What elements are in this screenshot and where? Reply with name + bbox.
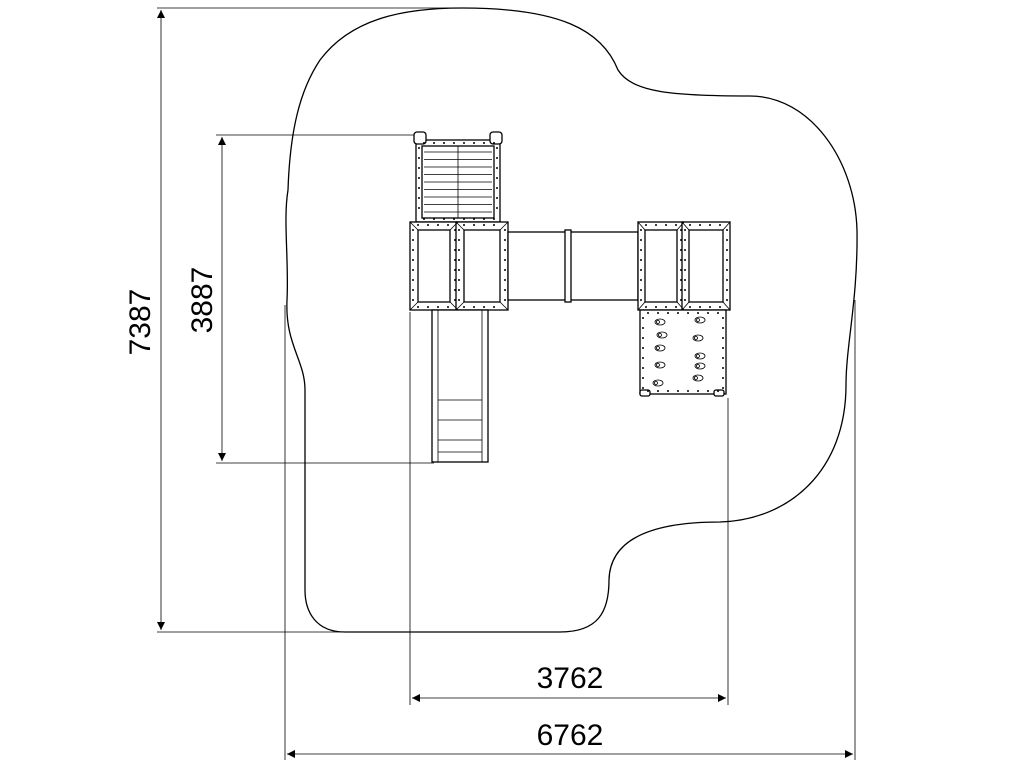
panel-bolts — [412, 142, 728, 392]
overall-width-label: 6762 — [537, 719, 604, 752]
climbing-wall — [639, 309, 727, 397]
structure-width-label: 3762 — [537, 662, 604, 695]
right-tower — [637, 221, 731, 311]
tunnel-bridge — [507, 229, 639, 303]
access-stairs — [413, 131, 503, 223]
overall-height-label: 7387 — [124, 289, 157, 356]
safety-zone-outline — [285, 7, 858, 633]
left-tower — [409, 221, 509, 311]
extension-lines — [157, 7, 856, 760]
structure-height-label: 3887 — [186, 267, 219, 334]
slide — [431, 309, 489, 463]
